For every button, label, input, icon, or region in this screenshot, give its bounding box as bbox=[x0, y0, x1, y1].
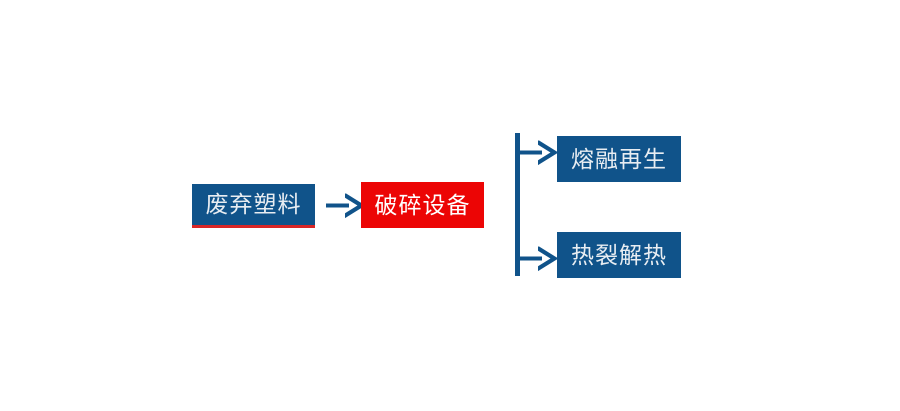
node-melt-regeneration: 熔融再生 bbox=[557, 136, 681, 182]
node-waste-plastic-label: 废弃塑料 bbox=[205, 191, 302, 217]
node-pyrolysis-heat: 热裂解热 bbox=[557, 232, 681, 278]
node-pyrolysis-heat-label: 热裂解热 bbox=[571, 241, 667, 268]
node-crushing-equipment: 破碎设备 bbox=[361, 182, 484, 228]
node-waste-plastic: 废弃塑料 bbox=[192, 184, 315, 228]
node-melt-regeneration-label: 熔融再生 bbox=[571, 145, 667, 172]
node-crushing-equipment-label: 破碎设备 bbox=[374, 191, 471, 218]
